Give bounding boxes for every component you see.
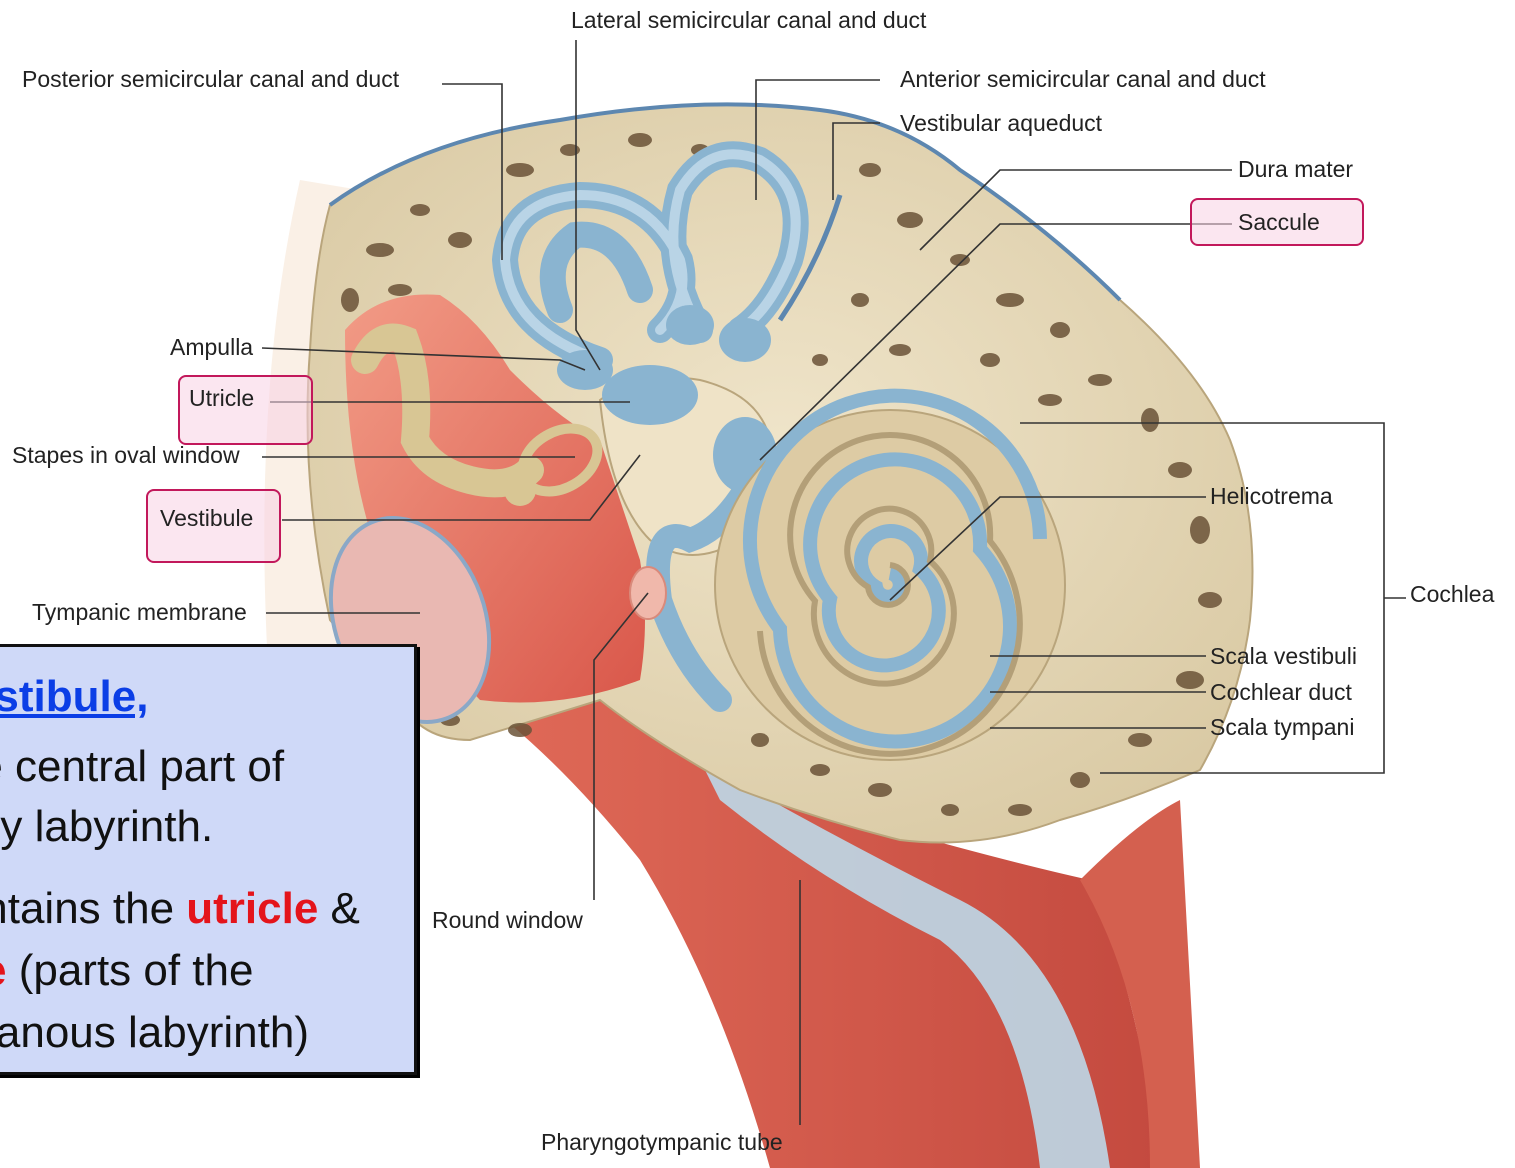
label-stapes: Stapes in oval window xyxy=(12,444,240,467)
infobox-line-1: The central part of xyxy=(0,745,284,789)
label-scala-vestibuli: Scala vestibuli xyxy=(1210,645,1357,668)
infobox-line-3: Contains the utricle & xyxy=(0,887,360,931)
label-round-window: Round window xyxy=(432,909,583,932)
label-vestibular-aqueduct: Vestibular aqueduct xyxy=(900,112,1102,135)
label-cochlear-duct: Cochlear duct xyxy=(1210,681,1352,704)
infobox-title: Vestibule, xyxy=(0,675,148,719)
label-vestibule: Vestibule xyxy=(160,507,253,530)
label-scala-tympani: Scala tympani xyxy=(1210,716,1354,739)
infobox-line-3-pre: Contains the xyxy=(0,884,186,933)
label-utricle: Utricle xyxy=(189,387,254,410)
label-cochlea: Cochlea xyxy=(1410,583,1494,606)
infobox-utricle-emphasis: utricle xyxy=(186,884,318,933)
label-pharyngotympanic-tube: Pharyngotympanic tube xyxy=(541,1131,783,1154)
infobox-line-5: membranous labyrinth) xyxy=(0,1011,309,1055)
label-saccule: Saccule xyxy=(1238,211,1320,234)
infobox-line-4: saccule (parts of the xyxy=(0,949,253,993)
vestibule-info-box: Vestibule, The central part of bony laby… xyxy=(0,644,417,1075)
label-lateral-canal: Lateral semicircular canal and duct xyxy=(571,9,926,32)
label-posterior-canal: Posterior semicircular canal and duct xyxy=(22,68,399,91)
label-helicotrema: Helicotrema xyxy=(1210,485,1333,508)
infobox-line-3-post: & xyxy=(318,884,360,933)
infobox-line-4-post: (parts of the xyxy=(6,946,253,995)
label-anterior-canal: Anterior semicircular canal and duct xyxy=(900,68,1266,91)
label-tympanic-membrane: Tympanic membrane xyxy=(32,601,247,624)
label-dura-mater: Dura mater xyxy=(1238,158,1353,181)
utricle-shape xyxy=(602,365,698,425)
infobox-line-2: bony labyrinth. xyxy=(0,805,213,849)
label-ampulla: Ampulla xyxy=(170,336,253,359)
